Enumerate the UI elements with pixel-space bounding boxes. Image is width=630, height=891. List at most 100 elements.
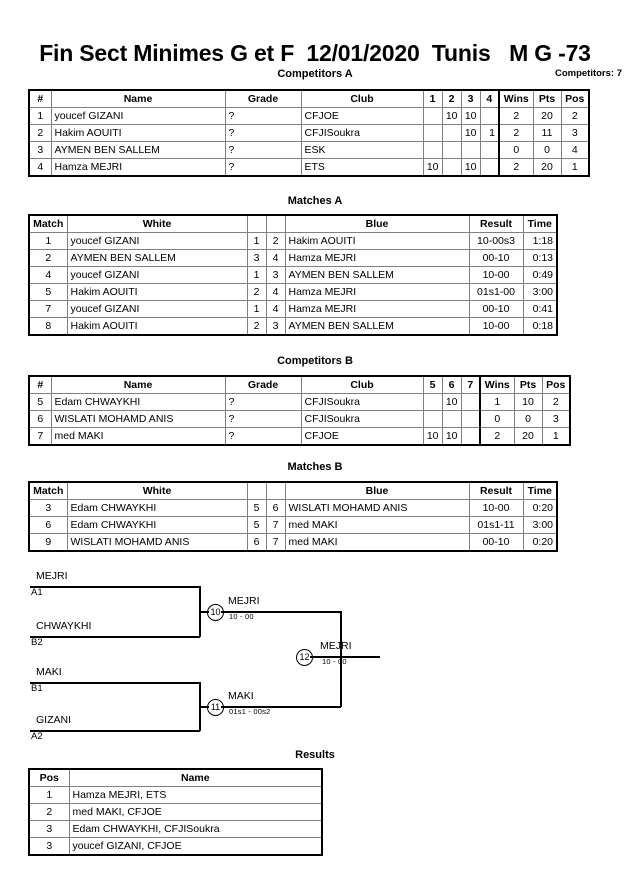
bracket-line <box>30 682 200 684</box>
cell-club: CFJISoukra <box>300 410 424 428</box>
cell-m5 <box>422 393 443 411</box>
col-result: Result <box>468 214 524 233</box>
col-club: Club <box>300 89 424 108</box>
cell-name: Hamza MEJRI <box>50 158 226 177</box>
cell-result: 01s1-11 <box>468 516 524 534</box>
bracket-line <box>340 611 342 707</box>
col-m3: 3 <box>460 89 481 108</box>
cell-m7 <box>460 410 481 428</box>
cell-match: 2 <box>28 249 68 267</box>
cell-wins: 2 <box>498 107 534 125</box>
cell-pts: 11 <box>532 124 562 142</box>
cell-match: 8 <box>28 317 68 336</box>
cell-club: CFJISoukra <box>300 393 424 411</box>
bracket-line <box>221 706 341 708</box>
bracket-winner-score-10: 10 - 00 <box>229 612 254 621</box>
cell-white-seed: 2 <box>246 283 267 301</box>
cell-num: 3 <box>28 141 52 159</box>
cell-white-seed: 1 <box>246 300 267 318</box>
cell-white: youcef GIZANI <box>66 266 248 284</box>
cell-num: 4 <box>28 158 52 177</box>
bracket-winner-score-12: 10 - 00 <box>322 657 347 666</box>
cell-m2 <box>441 158 462 177</box>
cell-club: ETS <box>300 158 424 177</box>
bracket-entry-seed-1: B2 <box>31 637 43 648</box>
col-pts: Pts <box>532 89 562 108</box>
col-time: Time <box>522 481 558 500</box>
col-m5: 5 <box>422 375 443 394</box>
cell-time: 3:00 <box>522 516 558 534</box>
page-title: Fin Sect Minimes G et F 12/01/2020 Tunis… <box>39 40 591 66</box>
cell-wins: 2 <box>498 124 534 142</box>
cell-wins: 0 <box>479 410 515 428</box>
col-result: Result <box>468 481 524 500</box>
table-header-row: # Name Grade Club 1 2 3 4 Wins Pts Pos <box>28 89 590 108</box>
bracket-line <box>310 656 380 658</box>
cell-club: ESK <box>300 141 424 159</box>
cell-pts: 10 <box>513 393 543 411</box>
table-header-row: Match White Blue Result Time <box>28 481 558 500</box>
cell-white-seed: 3 <box>246 249 267 267</box>
cell-match: 4 <box>28 266 68 284</box>
cell-m7 <box>460 427 481 446</box>
cell-blue: Hamza MEJRI <box>284 283 470 301</box>
cell-grade: ? <box>224 124 302 142</box>
cell-result: 10-00 <box>468 499 524 517</box>
cell-m5: 10 <box>422 427 443 446</box>
cell-m4: 1 <box>479 124 500 142</box>
col-white: White <box>66 481 248 500</box>
col-pts: Pts <box>513 375 543 394</box>
bracket-entry-seed-3: A2 <box>31 731 43 742</box>
cell-blue-seed: 7 <box>265 516 286 534</box>
col-m6: 6 <box>441 375 462 394</box>
section-title-competitors-a: Competitors A <box>277 68 353 80</box>
cell-result: 00-10 <box>468 249 524 267</box>
competitors-a-table: # Name Grade Club 1 2 3 4 Wins Pts Pos 1… <box>28 89 590 177</box>
cell-wins: 0 <box>498 141 534 159</box>
col-blue-seed <box>265 215 286 233</box>
bracket-line <box>199 611 209 613</box>
cell-result: 01s1-00 <box>468 283 524 301</box>
cell-m2 <box>441 124 462 142</box>
col-m7: 7 <box>460 375 481 394</box>
section-title-matches-b: Matches B <box>287 461 343 473</box>
cell-pos: 2 <box>560 107 590 125</box>
cell-pos: 3 <box>28 837 70 856</box>
col-white: White <box>66 214 248 233</box>
cell-result: 10-00 <box>468 266 524 284</box>
col-blue-seed <box>265 482 286 500</box>
cell-result: 10-00 <box>468 317 524 336</box>
cell-grade: ? <box>224 141 302 159</box>
cell-pos: 3 <box>560 124 590 142</box>
cell-match: 9 <box>28 533 68 552</box>
cell-match: 6 <box>28 516 68 534</box>
cell-blue: AYMEN BEN SALLEM <box>284 317 470 336</box>
cell-name: youcef GIZANI <box>50 107 226 125</box>
cell-blue-seed: 4 <box>265 249 286 267</box>
cell-name: med MAKI, CFJOE <box>68 803 323 821</box>
bracket-winner-name-11: MAKI <box>228 690 254 702</box>
cell-time: 0:49 <box>522 266 558 284</box>
cell-white-seed: 1 <box>246 232 267 250</box>
cell-num: 7 <box>28 427 52 446</box>
cell-m1 <box>422 141 443 159</box>
col-m4: 4 <box>479 89 500 108</box>
cell-blue-seed: 7 <box>265 533 286 552</box>
bracket-entry-name-1: CHWAYKHI <box>36 620 92 632</box>
cell-m3 <box>460 141 481 159</box>
bracket-line <box>30 730 200 732</box>
bracket-entry-seed-0: A1 <box>31 587 43 598</box>
